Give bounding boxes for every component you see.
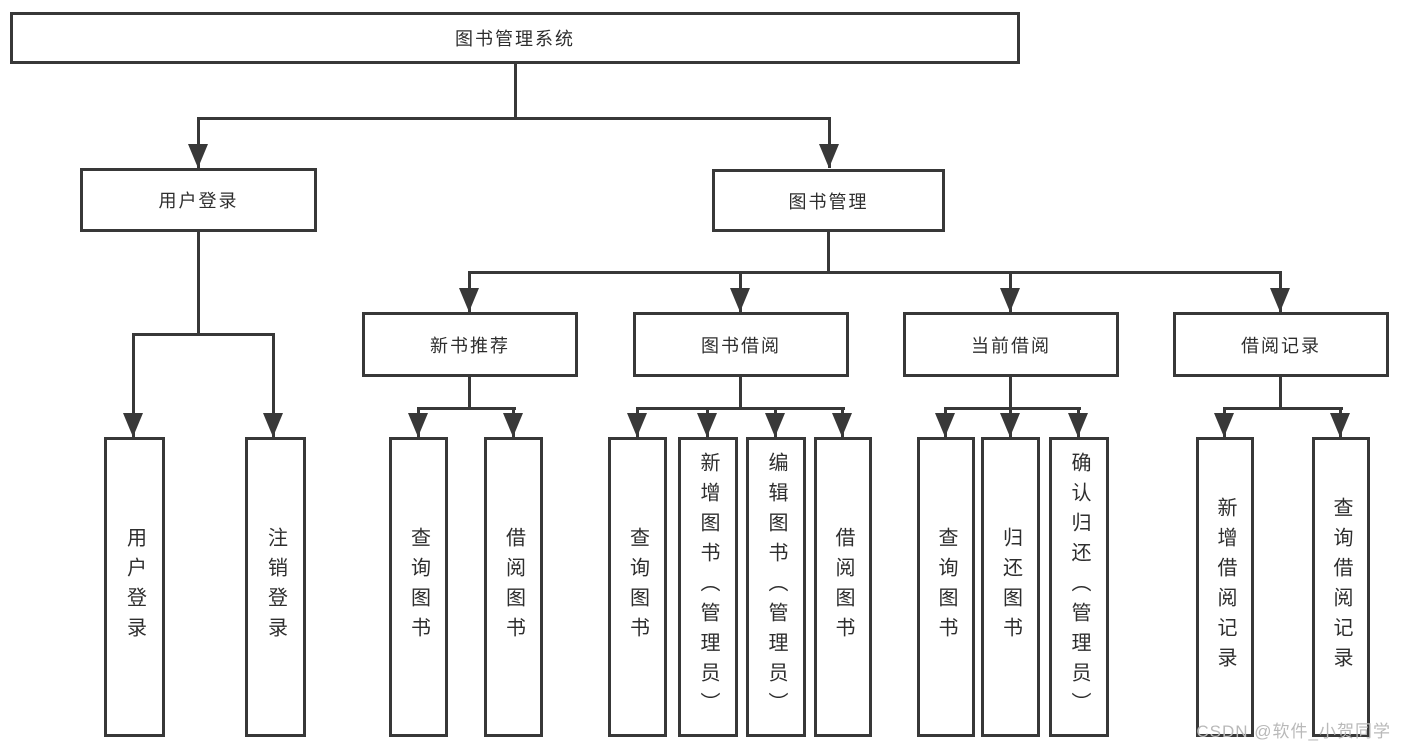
arrowhead-down-icon	[1330, 413, 1350, 437]
node-label: 编辑图书（管理员）	[765, 452, 787, 722]
node-label: 确认归还（管理员）	[1068, 452, 1090, 722]
node-leaf-edit-books-admin: 编辑图书（管理员）	[746, 437, 806, 737]
node-label: 新增图书（管理员）	[697, 452, 719, 722]
node-book-management: 图书管理	[712, 169, 945, 232]
node-book-borrowing: 图书借阅	[633, 312, 849, 377]
arrowhead-down-icon	[697, 413, 717, 437]
connector-line-v	[1279, 377, 1282, 410]
node-leaf-logout: 注销登录	[245, 437, 306, 737]
arrowhead-down-icon	[123, 413, 143, 437]
node-user-login: 用户登录	[80, 168, 317, 232]
connector-line-v	[827, 232, 830, 274]
connector-line-v	[1009, 377, 1012, 410]
node-label: 归还图书	[999, 527, 1022, 647]
connector-line-v	[514, 63, 517, 120]
arrowhead-down-icon	[503, 413, 523, 437]
arrowhead-down-icon	[188, 144, 208, 168]
node-label: 借阅图书	[502, 527, 525, 647]
node-label: 查询借阅记录	[1330, 497, 1352, 677]
node-leaf-borrow-books-2: 借阅图书	[814, 437, 872, 737]
node-label: 查询图书	[935, 527, 957, 647]
node-new-book-recommend: 新书推荐	[362, 312, 578, 377]
node-label: 当前借阅	[971, 335, 1051, 356]
connector-line-v	[272, 333, 275, 437]
connector-line-v	[468, 377, 471, 410]
node-label: 图书借阅	[701, 335, 781, 356]
connector-line-h	[1223, 407, 1343, 410]
node-label: 用户登录	[123, 527, 146, 647]
node-current-borrowing: 当前借阅	[903, 312, 1119, 377]
arrowhead-down-icon	[819, 144, 839, 168]
arrowhead-down-icon	[730, 288, 750, 312]
connector-line-h	[468, 271, 1282, 274]
connector-line-h	[636, 407, 845, 410]
node-leaf-borrow-books-1: 借阅图书	[484, 437, 543, 737]
node-label: 新书推荐	[430, 335, 510, 356]
node-label: 新增借阅记录	[1214, 497, 1236, 677]
csdn-watermark: CSDN @软件_小贺同学	[1196, 722, 1391, 741]
arrowhead-down-icon	[1000, 413, 1020, 437]
connector-line-h	[944, 407, 1081, 410]
node-leaf-add-borrow-record: 新增借阅记录	[1196, 437, 1254, 737]
node-label: 用户登录	[158, 191, 239, 211]
arrowhead-down-icon	[459, 288, 479, 312]
arrowhead-down-icon	[1214, 413, 1234, 437]
arrowhead-down-icon	[408, 413, 428, 437]
arrowhead-down-icon	[935, 413, 955, 437]
connector-line-v	[197, 232, 200, 335]
connector-line-h	[197, 117, 831, 120]
node-leaf-return-books: 归还图书	[981, 437, 1040, 737]
node-label: 借阅图书	[832, 527, 854, 647]
connector-line-v	[828, 117, 831, 168]
arrowhead-down-icon	[1068, 413, 1088, 437]
node-label: 注销登录	[264, 527, 287, 647]
node-label: 图书管理系统	[455, 29, 575, 49]
arrowhead-down-icon	[832, 413, 852, 437]
arrowhead-down-icon	[263, 413, 283, 437]
node-label: 查询图书	[626, 527, 649, 647]
arrowhead-down-icon	[627, 413, 647, 437]
node-leaf-query-books-3: 查询图书	[917, 437, 975, 737]
node-leaf-query-books-2: 查询图书	[608, 437, 667, 737]
node-label: 查询图书	[407, 527, 430, 647]
node-leaf-user-login: 用户登录	[104, 437, 165, 737]
node-borrowing-records: 借阅记录	[1173, 312, 1389, 377]
node-leaf-query-borrow-record: 查询借阅记录	[1312, 437, 1370, 737]
node-label: 借阅记录	[1241, 335, 1321, 356]
connector-line-v	[739, 377, 742, 410]
connector-line-h	[417, 407, 516, 410]
connector-line-v	[197, 117, 200, 168]
node-leaf-add-books-admin: 新增图书（管理员）	[678, 437, 738, 737]
node-label: 图书管理	[788, 191, 869, 212]
arrowhead-down-icon	[1270, 288, 1290, 312]
node-library-system: 图书管理系统	[10, 12, 1020, 64]
node-leaf-query-books-1: 查询图书	[389, 437, 448, 737]
connector-line-v	[132, 333, 135, 437]
arrowhead-down-icon	[765, 413, 785, 437]
connector-line-h	[132, 333, 275, 336]
node-leaf-confirm-return-admin: 确认归还（管理员）	[1049, 437, 1109, 737]
arrowhead-down-icon	[1000, 288, 1020, 312]
